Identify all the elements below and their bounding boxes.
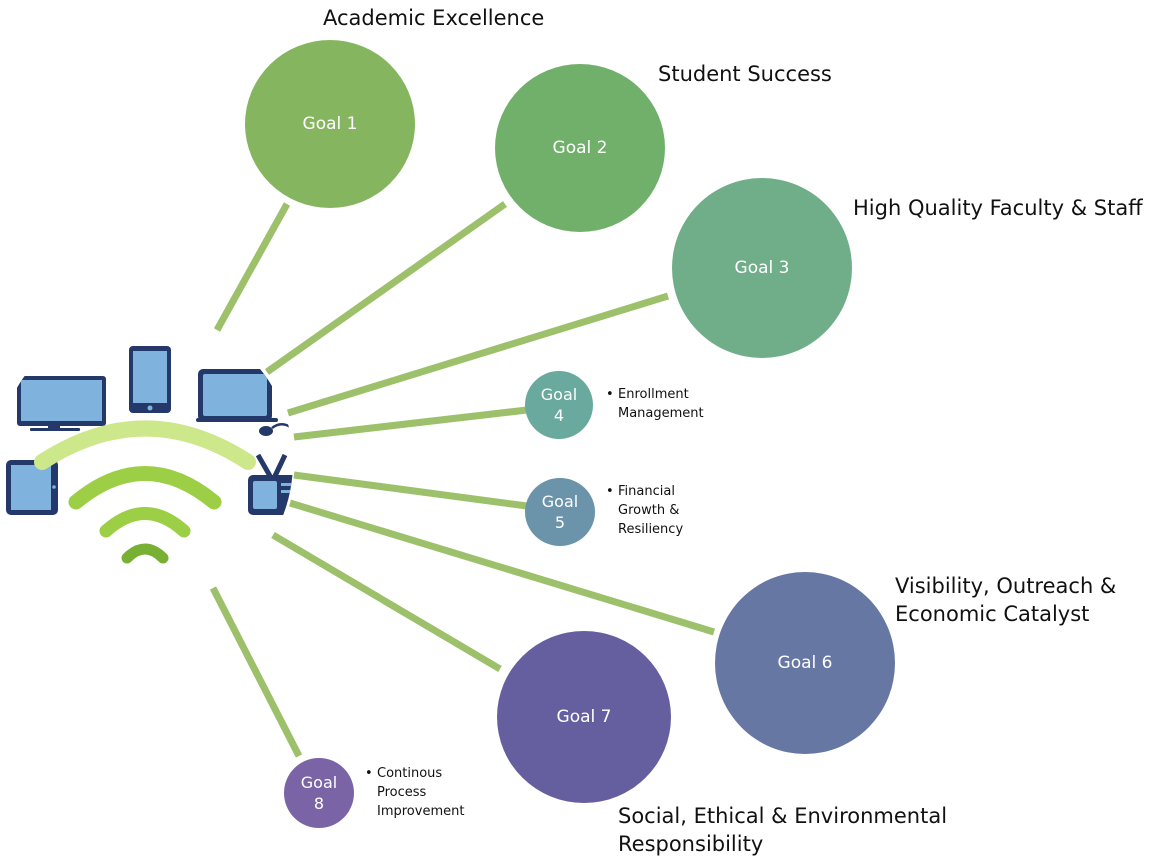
phone-icon	[129, 346, 171, 413]
laptop-icon	[196, 369, 278, 422]
goal-2-circle[interactable]: Goal 2	[495, 64, 665, 232]
wifi-icon	[34, 420, 256, 564]
goal-7-label: Goal 7	[556, 707, 612, 727]
goal-1-circle[interactable]: Goal 1	[245, 40, 415, 208]
goal-5-note-text: Financial Growth & Resiliency	[618, 484, 684, 537]
spoke-goal-4	[293, 406, 528, 441]
devices-hub	[6, 346, 293, 564]
tablet-icon	[6, 460, 58, 515]
spoke-goal-6	[288, 499, 716, 636]
goal-1-label: Goal 1	[302, 114, 358, 134]
goal-2-title: Student Success	[658, 62, 832, 86]
goal-8-circle[interactable]: Goal 8	[284, 758, 354, 828]
bullet-icon: •	[365, 766, 373, 781]
spoke-goal-5	[293, 471, 528, 510]
spoke-goal-1	[213, 202, 291, 332]
goal-6-label: Goal 6	[777, 653, 833, 673]
goal-4-label: Goal 4	[540, 385, 578, 425]
spoke-goal-3	[286, 292, 670, 417]
spoke-goal-8	[209, 586, 303, 758]
goal-4-note: • Enrollment Management	[606, 385, 704, 423]
goal-6-circle[interactable]: Goal 6	[715, 572, 895, 754]
goal-3-label: Goal 3	[734, 258, 790, 278]
goal-7-title: Social, Ethical & Environmental Responsi…	[618, 804, 948, 856]
mouse-icon	[259, 423, 293, 437]
tv-icon	[248, 453, 293, 515]
goal-8-note-text: Continous Process Improvement	[377, 766, 465, 819]
goal-3-title: High Quality Faculty & Staff	[853, 196, 1143, 220]
goal-7-circle[interactable]: Goal 7	[497, 631, 671, 803]
goal-5-label: Goal 5	[541, 492, 579, 532]
goal-5-circle[interactable]: Goal 5	[525, 478, 595, 546]
bullet-icon: •	[606, 484, 614, 499]
goal-4-circle[interactable]: Goal 4	[525, 371, 593, 439]
spoke-goal-2	[264, 201, 508, 375]
goal-5-note: • Financial Growth & Resiliency	[606, 482, 683, 539]
goal-2-label: Goal 2	[552, 138, 608, 158]
goal-1-title: Academic Excellence	[323, 6, 545, 30]
bullet-icon: •	[606, 387, 614, 402]
goal-8-note: • Continous Process Improvement	[365, 764, 464, 821]
spoke-goal-7	[271, 531, 502, 673]
goal-6-title: Visibility, Outreach & Economic Catalyst	[895, 574, 1117, 626]
goal-3-circle[interactable]: Goal 3	[672, 178, 852, 358]
monitor-icon	[17, 376, 106, 431]
goal-8-label: Goal 8	[300, 773, 338, 813]
goal-4-note-text: Enrollment Management	[618, 387, 704, 421]
